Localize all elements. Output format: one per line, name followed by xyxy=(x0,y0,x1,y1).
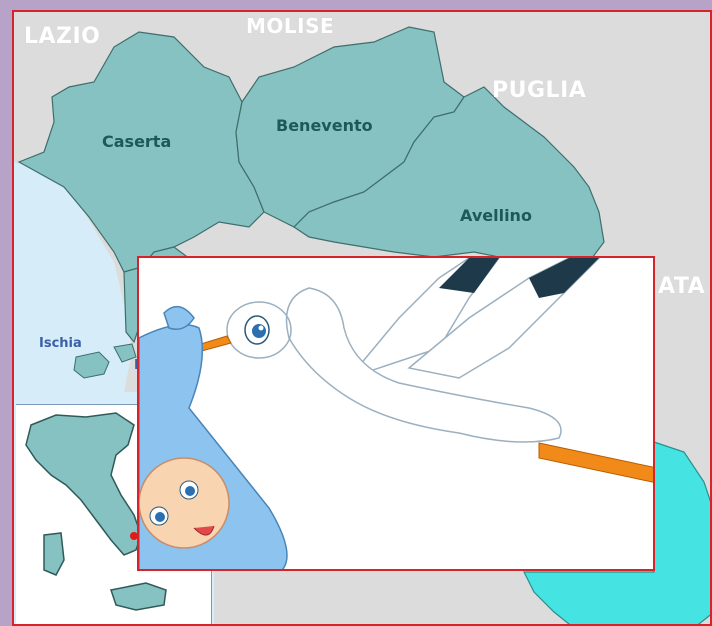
map-geography xyxy=(14,26,710,624)
stork-legs xyxy=(538,442,653,483)
stork-with-baby-illustration xyxy=(139,258,653,569)
wing-tip-dark xyxy=(439,258,499,293)
baby-pupil-left xyxy=(155,512,165,522)
baby-mouth xyxy=(193,525,215,536)
region-label-lazio: LAZIO xyxy=(24,24,101,49)
stork-pupil xyxy=(252,324,266,338)
sardinia xyxy=(43,532,65,576)
tyrrhenian-sea xyxy=(14,162,132,392)
island-ischia xyxy=(73,351,110,379)
baby-face xyxy=(139,457,230,549)
wing-tip-dark-front xyxy=(529,258,599,298)
bundle-knot xyxy=(163,305,195,330)
region-label-basilicata: ATA xyxy=(658,274,706,299)
stork-eye-shine xyxy=(258,325,264,331)
campania-marker xyxy=(130,532,138,540)
sicily xyxy=(110,582,167,611)
island-procida xyxy=(113,343,137,363)
stork-illustration-card xyxy=(137,256,655,571)
region-label-molise: MOLISE xyxy=(246,14,335,38)
province-salerno xyxy=(523,441,710,624)
stork-body xyxy=(285,287,562,443)
stork-head-outline xyxy=(226,301,292,359)
island-label-ischia: Ischia xyxy=(39,336,82,351)
province-label-benevento: Benevento xyxy=(276,116,373,135)
province-label-avellino: Avellino xyxy=(460,206,532,225)
province-label-caserta: Caserta xyxy=(102,132,172,151)
region-label-puglia: PUGLIA xyxy=(492,78,587,103)
italy-mainland xyxy=(25,412,142,556)
baby-pupil-right xyxy=(185,486,195,496)
